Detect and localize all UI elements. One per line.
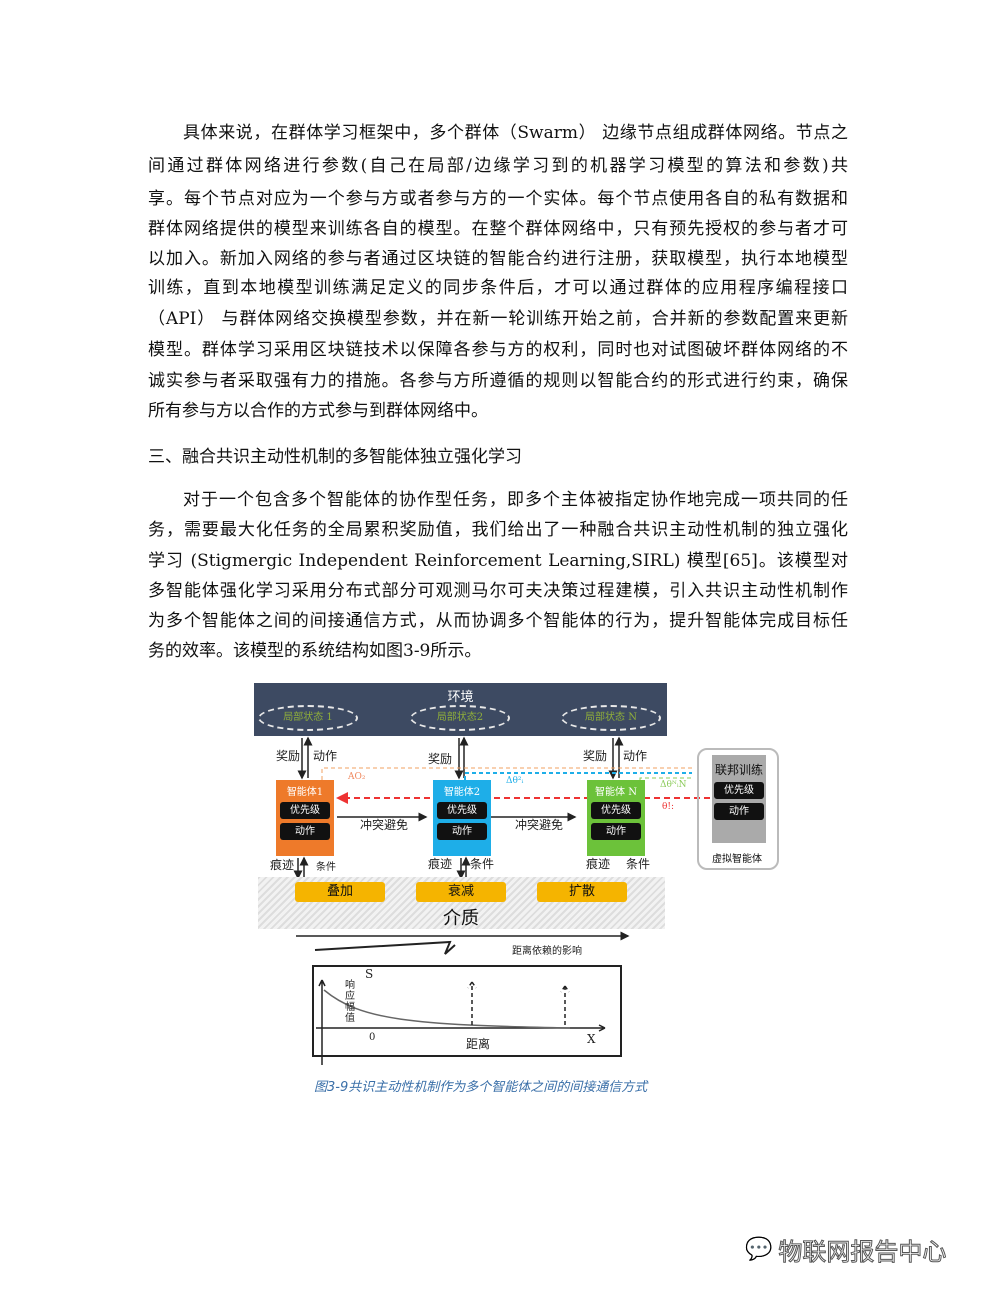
condition-label: 条件 [316,862,336,873]
priority-chip: 优先级 [714,782,764,799]
text-line: （API） 与群体网络交换模型参数，并在新一轮训练开始之前，合并新的参数配置来更… [148,309,848,329]
sirl-diagram: 环境 局部状态 1 局部状态2 局部状态 N 奖励 动作 奖励 奖励 动作 AO… [250,680,790,1080]
diagram-arrows [293,736,710,1065]
action-chip: 动作 [714,803,764,820]
x-axis-label: X [587,1032,596,1046]
origin-label: 0 [369,1032,376,1043]
text-line: 务的效率。该模型的系统结构如图3-9所示。 [148,641,482,661]
reward-label: 奖励 [276,749,301,763]
medium-box: 叠加 衰减 扩散 介质 [258,877,665,929]
action-chip: 动作 [280,823,330,840]
environment-box: 环境 局部状态 1 局部状态2 局部状态 N [254,683,667,736]
y-axis-label: S [365,967,374,981]
decay-box: 衰减 [416,882,506,902]
distance-effect-label: 距离依赖的影响 [512,946,582,957]
local-state-2: 局部状态2 [410,705,510,731]
text-line: 对于一个包含多个智能体的协作型任务，即多个主体被指定协作地完成一项共同的任 [183,490,848,510]
delta-label: AO₂ [348,772,366,782]
text-line: 多智能体强化学习采用分布式部分可观测马尔可夫决策过程建模，引入共识主动性机制作 [148,581,848,601]
trace-label: 痕迹 [428,857,453,871]
theta-label: θ!: [662,802,675,812]
text-line: 享。每个节点对应为一个参与方或者参与方的一个实体。每个节点使用各自的私有数据和 [148,189,848,209]
agent-name: 智能体1 [286,787,324,798]
action-label: 动作 [623,749,648,763]
figure-caption: 图3-9共识主动性机制作为多个智能体之间的间接通信方式 [314,1080,648,1095]
priority-chip: 优先级 [280,802,330,819]
action-chip: 动作 [437,823,487,840]
condition-label: 条件 [626,857,651,871]
agent-2: 智能体2 优先级动作 [433,780,491,856]
medium-label: 介质 [443,908,479,929]
text-line: 以加入。新加入网络的参与者通过区块链的智能合约进行注册，获取模型，执行本地模型 [148,249,848,269]
priority-chip: 优先级 [437,802,487,819]
text-line: 群体网络提供的模型来训练各自的模型。在整个群体网络中，只有预先授权的参与者才可 [148,219,848,239]
virtual-agent-label: 虚拟智能体 [712,854,762,865]
trace-label: 痕迹 [586,857,611,871]
text-line: 训练，直到本地模型训练满足定义的同步条件后，才可以通过群体的应用程序编程接口 [148,278,848,298]
local-state-n: 局部状态 N [561,705,661,731]
trace-label: 痕迹 [270,858,295,872]
local-state-1: 局部状态 1 [258,705,358,731]
watermark: 💬物联网报告中心 [744,1232,947,1267]
reward-label: 奖励 [428,752,453,766]
amplitude-label: 响应幅值 [345,980,355,1024]
agent-name: 智能体2 [443,787,481,798]
conflict-label: 冲突避免 [515,818,564,832]
agent-1: 智能体1 优先级动作 [276,780,334,856]
federated-training-label: 联邦训练 [714,763,763,777]
agent-n: 智能体 N 优先级动作 [587,780,645,856]
superposition-box: 叠加 [295,882,385,902]
delta-label: Δθ²ᵢ [506,776,524,786]
text-line: 模型。群体学习采用区块链技术以保障各参与方的权利，同时也对试图破坏群体网络的不 [148,340,848,360]
action-label: 动作 [313,749,338,763]
text-line: 为多个智能体之间的间接通信方式，从而协调多个智能体的行为，提升智能体完成目标任 [148,611,848,631]
action-chip: 动作 [591,823,641,840]
text-line: 诚实参与者采取强有力的措施。各参与方所遵循的规则以智能合约的形式进行约束，确保 [148,371,848,391]
agent-name: 智能体 N [595,787,637,798]
diffusion-box: 扩散 [537,882,627,902]
text-line: 所有参与方以合作的方式参与到群体网络中。 [148,401,488,421]
text-line: 务，需要最大化任务的全局累积奖励值，我们给出了一种融合共识主动性机制的独立强化 [148,520,848,540]
text-line: 具体来说，在群体学习框架中，多个群体（Swarm） 边缘节点组成群体网络。节点之 [183,123,848,143]
wechat-icon: 💬 [744,1237,773,1263]
environment-label: 环境 [447,690,474,705]
section-heading: 三、融合共识主动性机制的多智能体独立强化学习 [148,447,522,467]
priority-chip: 优先级 [591,802,641,819]
distance-label: 距离 [466,1037,491,1051]
response-plot [312,965,622,1057]
watermark-text: 物联网报告中心 [778,1238,947,1267]
conflict-label: 冲突避免 [360,818,409,832]
text-line: 间通过群体网络进行参数(自己在局部/边缘学习到的机器学习模型的算法和参数)共 [148,156,848,176]
condition-label: 条件 [470,857,495,871]
reward-label: 奖励 [583,749,608,763]
delta-label: ΔθᴺᵢN [660,780,687,790]
text-line: 学习 (Stigmergic Independent Reinforcement… [148,551,848,571]
virtual-agent-box: 联邦训练优先级动作虚拟智能体 [697,748,779,870]
